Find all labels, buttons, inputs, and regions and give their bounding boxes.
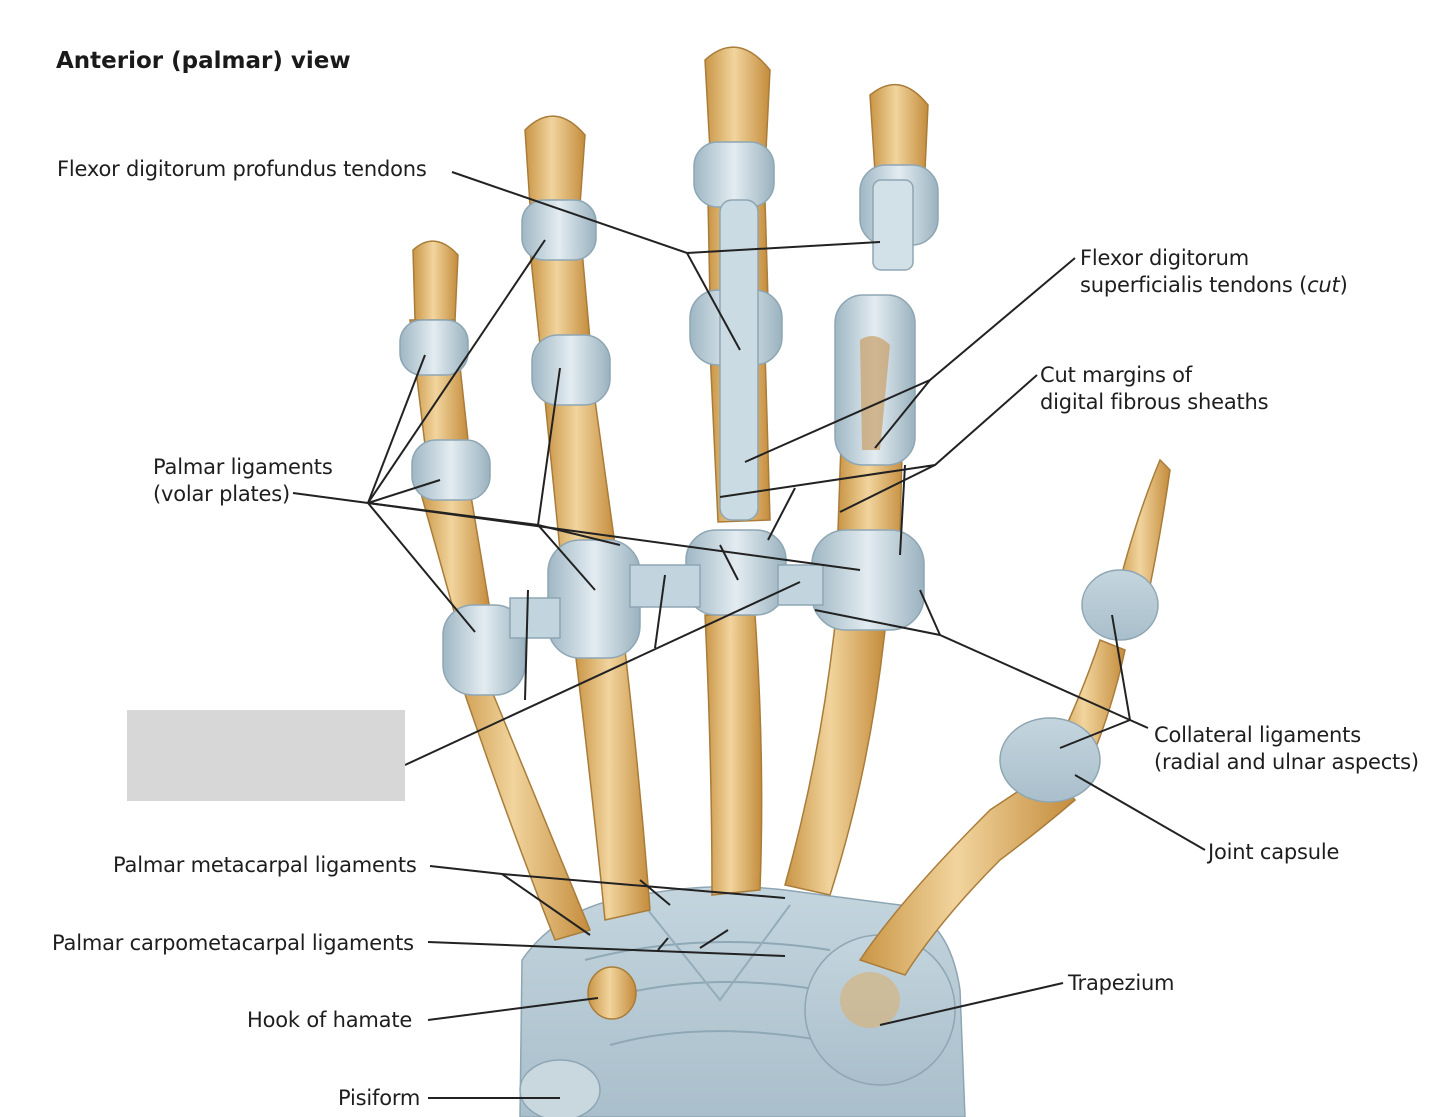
label-hook-of-hamate: Hook of hamate	[247, 1008, 413, 1032]
label-trapezium: Trapezium	[1068, 971, 1175, 995]
label-pisiform: Pisiform	[338, 1086, 421, 1110]
little-finger	[399, 240, 592, 941]
label-palmar-carpometacarpal-ligaments: Palmar carpometacarpal ligaments	[52, 931, 414, 955]
thumb	[858, 458, 1171, 976]
leader-lines	[292, 171, 1206, 1099]
label-fdp-tendons: Flexor digitorum profundus tendons	[57, 157, 427, 181]
figure-title: Anterior (palmar) view	[56, 48, 351, 74]
carpal-region	[519, 885, 966, 1117]
label-palmar-metacarpal-ligaments: Palmar metacarpal ligaments	[113, 853, 417, 877]
label-cut-margins: Cut margins of digital fibrous sheaths	[1040, 363, 1269, 414]
label-joint-capsule: Joint capsule	[1208, 840, 1340, 864]
label-fds-tendons: Flexor digitorum superficialis tendons (…	[1080, 246, 1348, 297]
middle-finger	[685, 46, 787, 896]
transverse-ligaments	[509, 564, 824, 639]
ring-finger	[521, 115, 651, 921]
label-collateral-ligaments: Collateral ligaments (radial and ulnar a…	[1154, 723, 1419, 774]
hidden-label-box[interactable]	[127, 710, 405, 801]
label-palmar-ligaments: Palmar ligaments (volar plates)	[153, 455, 333, 506]
index-finger	[784, 83, 939, 896]
